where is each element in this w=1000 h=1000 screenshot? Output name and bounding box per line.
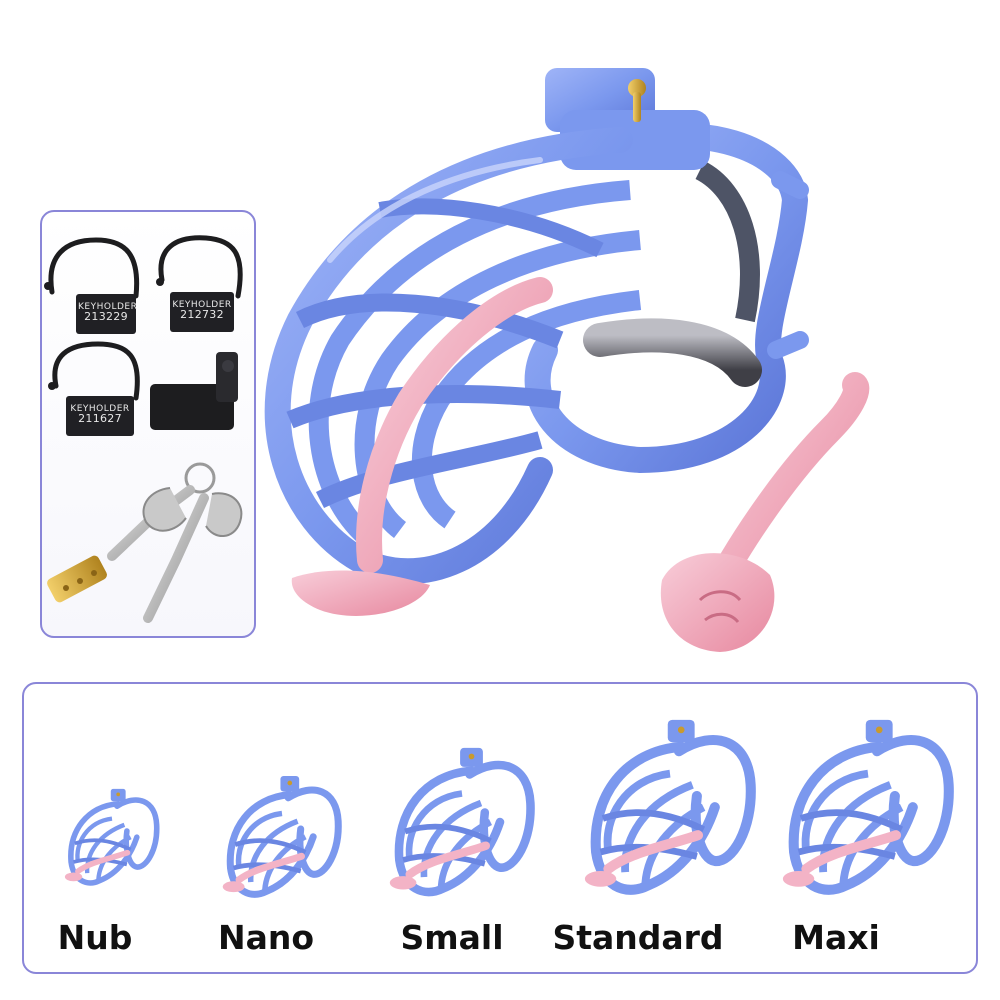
keyholder-tag-2-brand: KEYHOLDER	[172, 300, 232, 310]
size-label-nub: Nub	[57, 918, 133, 957]
size-label-nano: Nano	[217, 918, 315, 957]
keyholder-tag-1-brand: KEYHOLDER	[78, 302, 138, 312]
size-label-small: Small	[400, 918, 504, 957]
keyholder-tag-3	[48, 341, 140, 436]
pink-insert	[660, 372, 870, 652]
keyholder-tag-3-brand: KEYHOLDER	[70, 404, 130, 414]
keyholder-tag-3-number: 211627	[78, 412, 122, 425]
keyholder-tag-3-text: KEYHOLDER 211627	[70, 404, 130, 424]
keys-and-lock-pin	[47, 462, 243, 623]
size-label-standard: Standard	[552, 918, 724, 957]
keyholder-tag-1	[44, 237, 140, 334]
keyholder-tag-1-text: KEYHOLDER 213229	[78, 302, 138, 323]
lock-body	[150, 352, 238, 430]
main-cage	[264, 68, 809, 616]
keyholder-tag-2-number: 212732	[180, 308, 224, 321]
keyholder-tag-1-number: 213229	[84, 310, 128, 323]
keyholder-tag-2	[156, 235, 243, 332]
size-panel	[22, 682, 978, 974]
size-label-maxi: Maxi	[792, 918, 880, 957]
keyholder-tag-2-text: KEYHOLDER 212732	[172, 300, 232, 320]
